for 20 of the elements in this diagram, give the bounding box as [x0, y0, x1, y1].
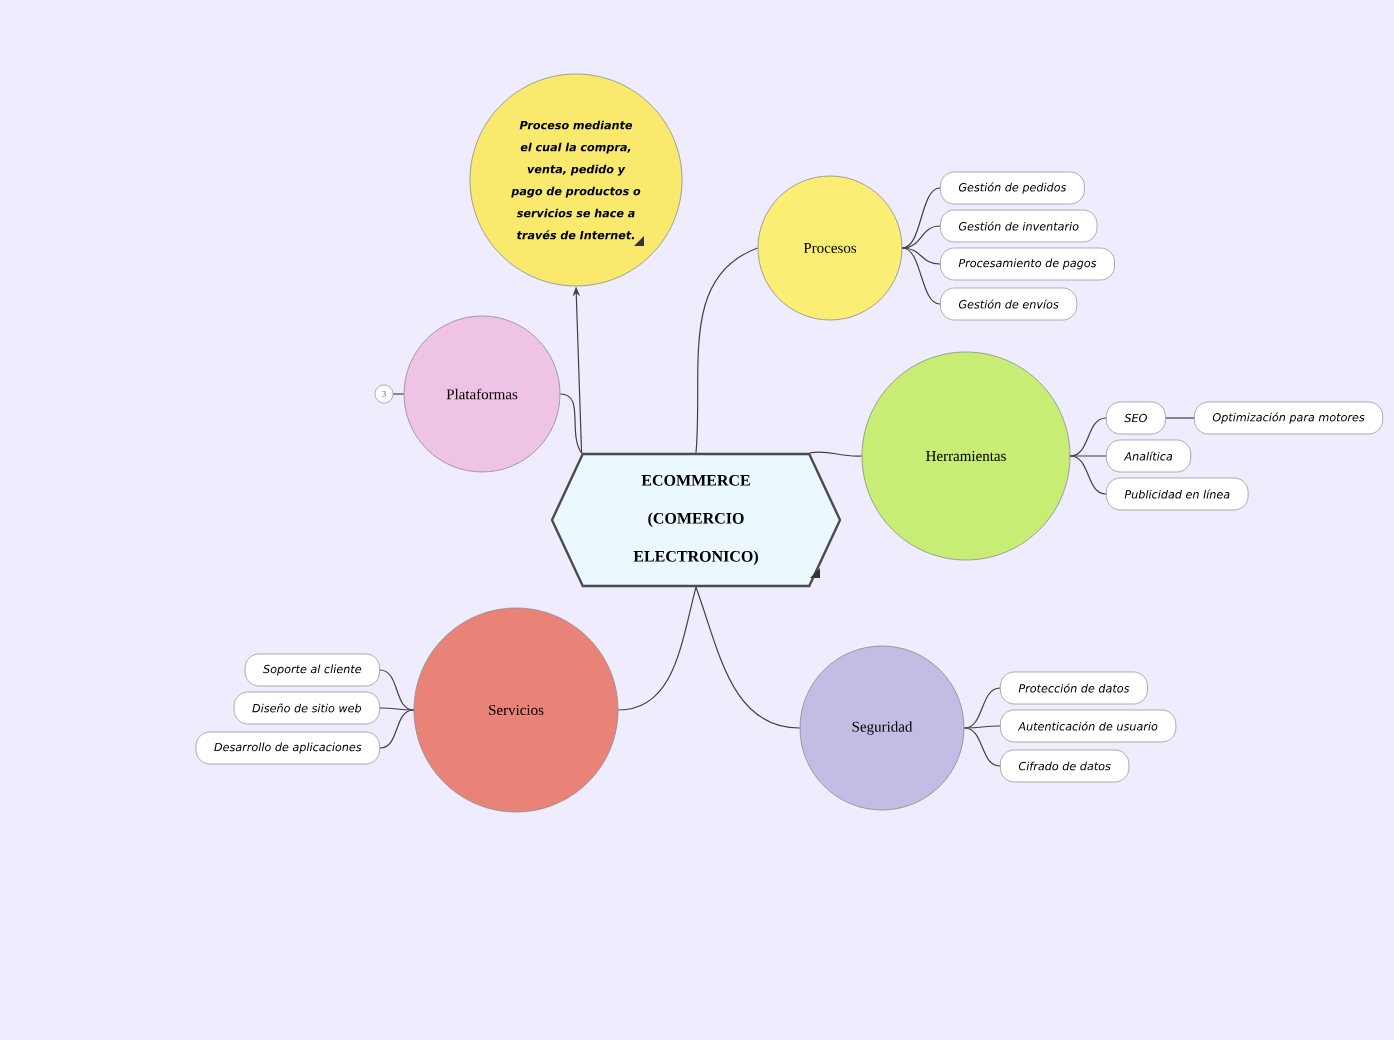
connector [901, 187, 941, 249]
connector [901, 247, 941, 305]
connector [379, 709, 415, 749]
connector [963, 727, 1001, 767]
connector [392, 393, 405, 395]
connector [1069, 455, 1107, 495]
connector [695, 247, 759, 454]
connector [963, 687, 1001, 729]
connector [379, 707, 415, 711]
connector [901, 247, 941, 265]
connector [809, 451, 863, 457]
connector [559, 393, 583, 454]
connector [617, 586, 697, 711]
connector [695, 586, 801, 729]
connector [963, 725, 1001, 729]
connector [1069, 417, 1107, 457]
connector [1069, 455, 1107, 457]
connector [1165, 417, 1195, 419]
connector [379, 669, 415, 711]
connector [901, 225, 941, 249]
